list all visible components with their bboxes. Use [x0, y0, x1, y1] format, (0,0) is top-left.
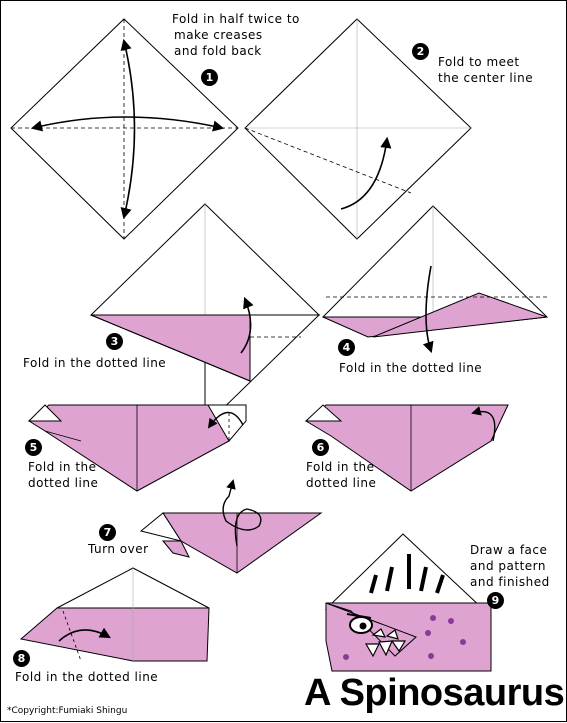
- step-1-line-2: make creases: [174, 28, 263, 42]
- step-6-line-2: dotted line: [306, 476, 377, 490]
- step-2-line-1: Fold to meet: [438, 55, 520, 69]
- step-9-line-1: Draw a face: [470, 543, 548, 557]
- step-5-number: 5: [25, 439, 42, 456]
- step-1-number: 1: [201, 69, 218, 86]
- step-3-diagram: [89, 203, 321, 428]
- step-6-number: 6: [312, 439, 329, 456]
- step-5-diagram: [27, 404, 247, 492]
- step-9-number: 9: [487, 592, 504, 609]
- page-title: A Spinosaurus: [304, 672, 565, 714]
- step-6-instruction: Fold in the dotted line: [306, 459, 376, 491]
- step-1-line-3: and fold back: [174, 44, 262, 58]
- step-8-instruction: Fold in the dotted line: [15, 670, 159, 684]
- step-1-line-1: Fold in half twice to: [172, 12, 300, 26]
- step-2-diagram: [244, 18, 472, 240]
- step-8-diagram: [19, 567, 210, 662]
- step-3-instruction: Fold in the dotted line: [23, 356, 167, 370]
- copyright-notice: *Copyright:Fumiaki Shingu: [7, 706, 128, 716]
- step-5-instruction: Fold in the dotted line: [28, 459, 98, 491]
- step-7-diagram: [139, 479, 323, 574]
- step-4-number: 4: [338, 339, 355, 356]
- step-2-line-2: the center line: [438, 71, 534, 85]
- step-4-instruction: Fold in the dotted line: [339, 361, 483, 375]
- step-5-line-1: Fold in the: [28, 460, 97, 474]
- step-7-number: 7: [99, 524, 116, 541]
- step-9-line-2: and pattern: [470, 559, 546, 573]
- step-9-line-3: and finished: [470, 575, 550, 589]
- step-9-spinosaurus: [324, 533, 492, 672]
- step-3-number: 3: [106, 333, 123, 350]
- step-4-diagram: [321, 205, 549, 354]
- step-8-number: 8: [13, 650, 30, 667]
- step-6-diagram: [304, 404, 509, 492]
- step-2-number: 2: [412, 43, 429, 60]
- step-1-instruction: Fold in half twice to make creases and f…: [172, 11, 300, 59]
- step-2-instruction: Fold to meet the center line: [438, 54, 533, 86]
- step-6-line-1: Fold in the: [306, 460, 375, 474]
- step-1-diagram: [10, 18, 239, 240]
- step-7-instruction: Turn over: [88, 542, 149, 556]
- step-9-instruction: Draw a face and pattern and finished: [470, 542, 550, 590]
- step-5-line-2: dotted line: [28, 476, 99, 490]
